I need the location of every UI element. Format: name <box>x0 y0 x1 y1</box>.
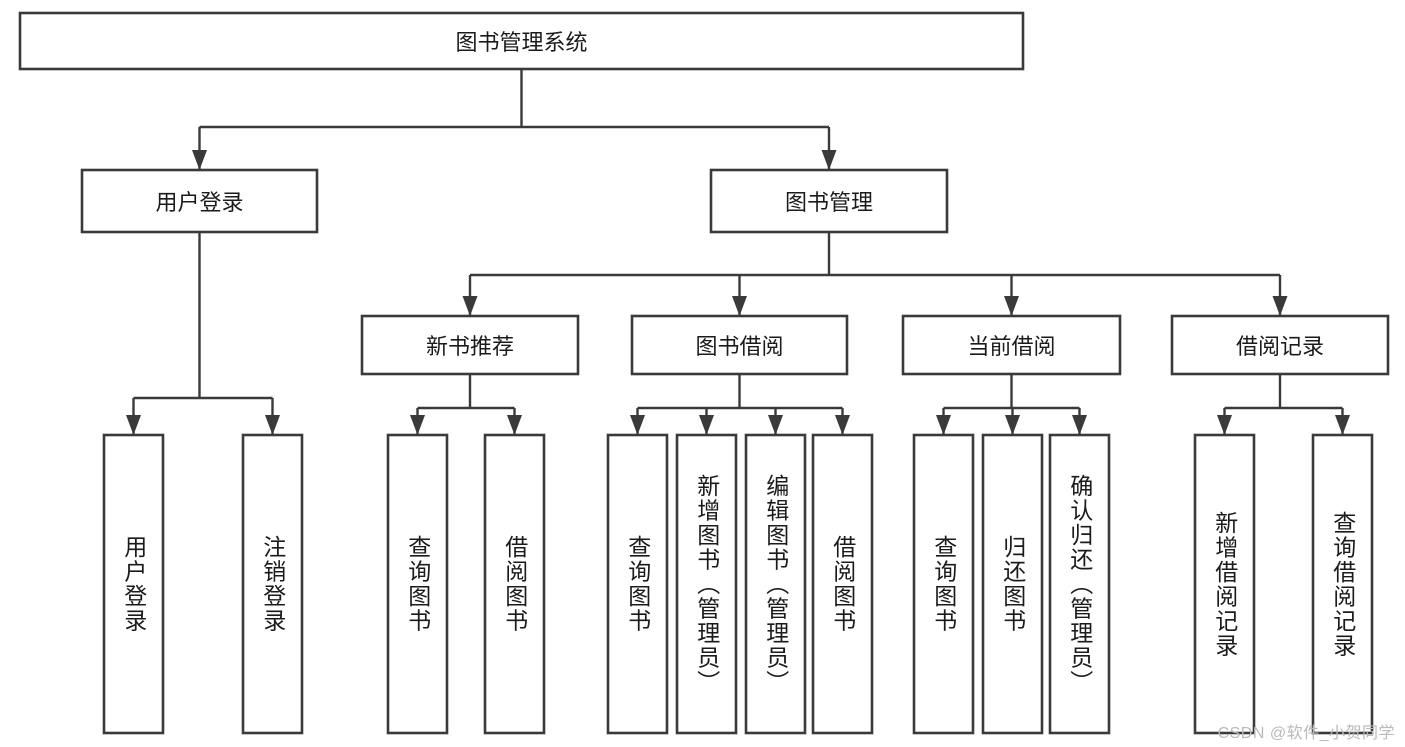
node-box-book-management[interactable] <box>709 168 949 234</box>
arrow-head-icon <box>768 415 783 435</box>
arrow-head-icon <box>192 150 207 170</box>
arrow-head-icon <box>126 415 141 435</box>
node-box-leaf-borrow-book[interactable] <box>811 433 874 735</box>
node-box-leaf-borrow-book-new[interactable] <box>483 433 546 735</box>
arrow-head-icon <box>507 415 522 435</box>
arrow-head-icon <box>821 150 837 170</box>
arrow-head-icon <box>1072 415 1087 435</box>
arrow-head-icon <box>835 415 850 435</box>
node-box-leaf-logout[interactable] <box>241 433 304 735</box>
node-box-leaf-query-book-current[interactable] <box>912 433 975 735</box>
arrow-head-icon <box>410 415 425 435</box>
arrow-head-icon <box>1335 415 1350 435</box>
node-box-current-borrow[interactable] <box>901 314 1122 376</box>
arrow-head-icon <box>1272 296 1288 316</box>
node-box-user-login[interactable] <box>80 168 319 234</box>
arrow-head-icon <box>1217 415 1232 435</box>
arrow-head-icon <box>699 415 714 435</box>
node-box-leaf-add-book[interactable] <box>675 433 738 735</box>
arrow-head-icon <box>462 296 478 316</box>
node-box-book-borrow[interactable] <box>630 314 849 376</box>
arrow-head-icon <box>630 415 645 435</box>
arrow-head-icon <box>732 296 747 316</box>
arrow-head-icon <box>1005 415 1020 435</box>
node-box-leaf-return-book[interactable] <box>981 433 1044 735</box>
node-box-leaf-confirm-return[interactable] <box>1048 433 1111 735</box>
node-boxes <box>18 11 1390 735</box>
node-box-borrow-record[interactable] <box>1170 314 1390 376</box>
csdn-watermark: CSDN @软件_小贺同学 <box>1217 725 1395 742</box>
arrow-head-icon <box>265 415 280 435</box>
node-box-leaf-query-book-new[interactable] <box>386 433 449 735</box>
node-box-leaf-user-login[interactable] <box>102 433 165 735</box>
node-box-new-book-recommend[interactable] <box>360 314 580 376</box>
node-box-leaf-add-borrow-record[interactable] <box>1193 433 1256 735</box>
arrow-head-icon <box>1004 296 1019 316</box>
node-box-root[interactable] <box>18 11 1025 71</box>
connector-edges <box>126 69 1350 435</box>
node-box-leaf-edit-book[interactable] <box>744 433 807 735</box>
node-box-leaf-query-book-borrow[interactable] <box>606 433 669 735</box>
arrow-head-icon <box>936 415 951 435</box>
node-box-leaf-query-borrow-record[interactable] <box>1311 433 1374 735</box>
